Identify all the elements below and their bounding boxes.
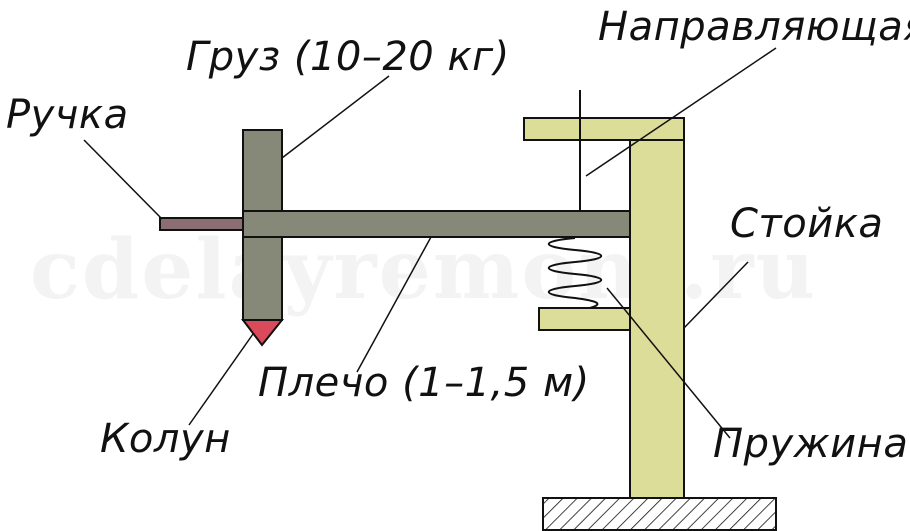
handle-bar — [159, 217, 244, 231]
label-weight: Груз (10–20 кг) — [186, 34, 510, 80]
lever-arm — [242, 210, 631, 238]
label-spring: Пружина — [713, 421, 909, 467]
stand-post — [629, 139, 685, 499]
splitting-blade — [240, 319, 285, 347]
spring — [548, 237, 602, 309]
leader-handle — [83, 139, 163, 220]
label-blade: Колун — [100, 416, 231, 462]
label-stand: Стойка — [730, 201, 884, 247]
leader-weight — [281, 75, 390, 159]
label-handle: Ручка — [6, 92, 129, 138]
leader-arm — [356, 236, 432, 373]
label-arm: Плечо (1–1,5 м) — [258, 360, 590, 406]
top-bracket — [523, 117, 685, 141]
leader-blade — [188, 333, 254, 426]
base-plate — [542, 497, 777, 531]
leader-stand — [683, 261, 749, 329]
bottom-bracket — [538, 307, 631, 331]
leader-guide — [585, 47, 777, 177]
label-guide: Направляющая — [598, 4, 910, 50]
leader-spring — [606, 287, 731, 439]
